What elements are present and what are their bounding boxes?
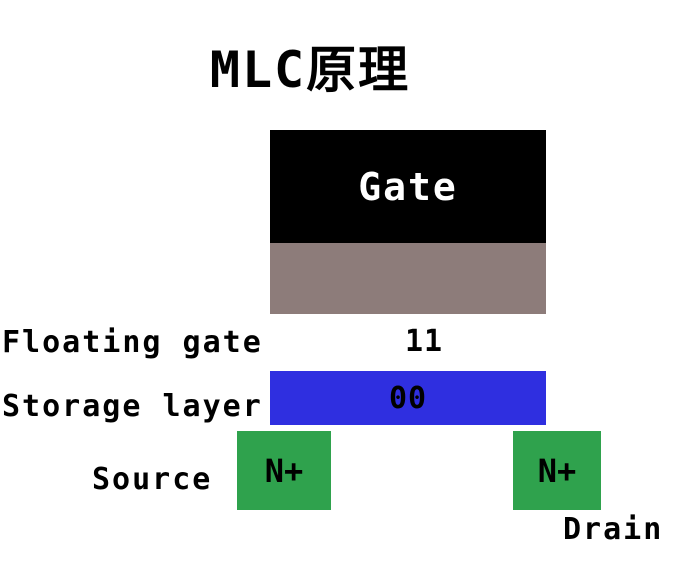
nplus-drain-label: N+ [537, 451, 577, 490]
gate-label: Gate [358, 164, 458, 209]
bits-11-label: 11 [405, 324, 444, 359]
nplus-source-block: N+ [237, 431, 331, 510]
storage-layer-block: 00 [270, 371, 546, 425]
bits-00-label: 00 [388, 380, 428, 416]
storage-layer-label: Storage layer [2, 389, 263, 424]
page-title: MLC原理 [209, 41, 411, 99]
nplus-drain-block: N+ [513, 431, 601, 510]
floating-gate-label: Floating gate [2, 325, 263, 360]
oxide-block [270, 243, 546, 314]
drain-label: Drain [563, 512, 664, 547]
nplus-source-label: N+ [264, 451, 304, 490]
source-label: Source [92, 462, 213, 497]
gate-block: Gate [270, 130, 546, 243]
